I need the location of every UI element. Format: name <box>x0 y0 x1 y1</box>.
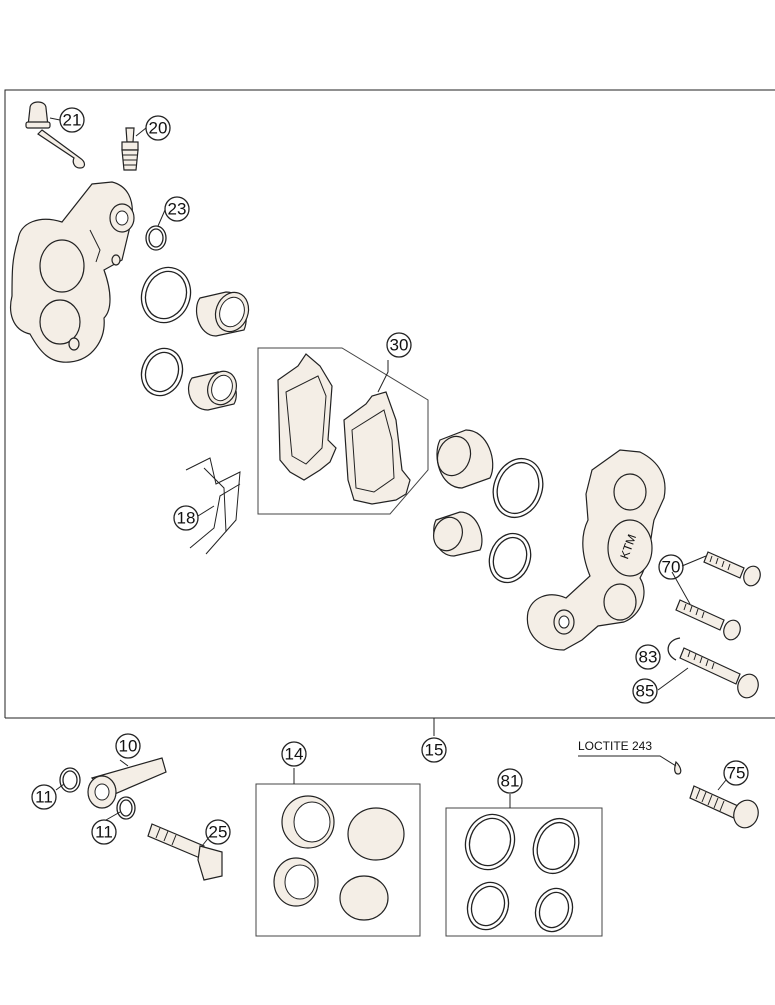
callout-15: 15 <box>421 737 447 763</box>
seal-kit-box <box>445 807 603 937</box>
callout-11-lower-label: 11 <box>95 823 113 842</box>
callout-83-label: 83 <box>639 648 658 667</box>
caliper-left-half <box>9 181 135 363</box>
bleeder-cap <box>25 101 86 169</box>
callout-85-label: 85 <box>636 682 655 701</box>
callout-20-label: 20 <box>149 119 168 138</box>
pad-kit-box <box>257 347 429 515</box>
callout-11-lower: 11 <box>91 819 117 845</box>
callout-75: 75 <box>723 760 749 786</box>
callout-10: 10 <box>115 733 141 759</box>
caliper-right-half: KTM <box>526 449 666 651</box>
clip-83 <box>667 637 681 661</box>
pin-85 <box>679 647 759 699</box>
main-frame <box>4 89 775 718</box>
bleeder-valve <box>121 127 139 171</box>
callout-25-label: 25 <box>209 823 228 842</box>
piston-kit <box>273 795 405 921</box>
callout-70: 70 <box>658 554 684 580</box>
leader-lines <box>49 117 727 847</box>
banjo-bolt-25 <box>147 823 223 881</box>
callout-10-label: 10 <box>119 737 138 756</box>
callout-75-label: 75 <box>727 764 746 783</box>
o-ring-23 <box>145 225 167 251</box>
left-seals-pistons <box>140 266 250 411</box>
piston-kit-box <box>255 783 421 937</box>
callout-20: 20 <box>145 115 171 141</box>
callout-23-label: 23 <box>168 200 187 219</box>
pad-spring <box>185 457 241 555</box>
callout-14-label: 14 <box>285 745 304 764</box>
callout-21-label: 21 <box>63 111 82 130</box>
right-seals-pistons <box>433 429 544 584</box>
bolt-75 <box>674 760 759 829</box>
loctite-note: LOCTITE 243 <box>578 739 652 753</box>
callout-81: 81 <box>497 768 523 794</box>
callout-30-label: 30 <box>390 336 409 355</box>
callout-21: 21 <box>59 107 85 133</box>
callout-14: 14 <box>281 741 307 767</box>
bolts-70 <box>675 551 761 641</box>
callout-30: 30 <box>386 332 412 358</box>
brake-pads <box>277 353 411 505</box>
callout-81-label: 81 <box>501 772 520 791</box>
seal-kit <box>464 813 580 933</box>
callout-25: 25 <box>205 819 231 845</box>
callout-11-upper-label: 11 <box>35 788 53 807</box>
callout-18-label: 18 <box>177 509 196 528</box>
callout-15-label: 15 <box>425 741 444 760</box>
callout-11-upper: 11 <box>31 784 57 810</box>
callout-23: 23 <box>164 196 190 222</box>
callout-70-label: 70 <box>662 558 681 577</box>
callout-85: 85 <box>632 678 658 704</box>
banjo-fitting <box>59 757 167 820</box>
callout-18: 18 <box>173 505 199 531</box>
callout-83: 83 <box>635 644 661 670</box>
